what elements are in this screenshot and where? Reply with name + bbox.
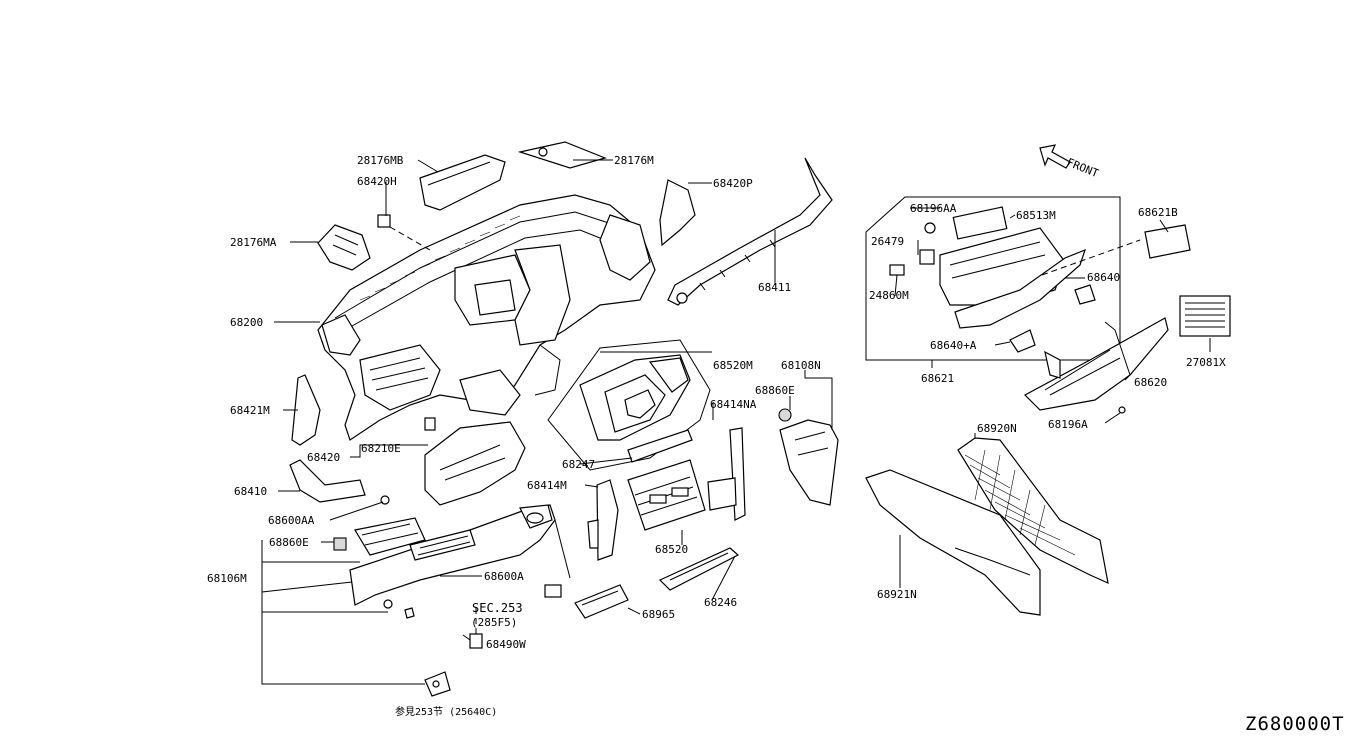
label-68414NA: 68414NA [710,398,757,411]
pad-68621B [1144,224,1191,259]
label-68200: 68200 [230,316,263,329]
label-68640: 68640 [1087,271,1120,284]
label-68106M: 68106M [207,572,247,585]
center-finisher-68520M [547,339,711,471]
label-68410: 68410 [234,485,267,498]
label-68520: 68520 [655,543,688,556]
label-68921N: 68921N [877,588,917,601]
label-68621B: 68621B [1138,206,1178,219]
audio-unit-68520 [627,459,706,531]
label-68247: 68247 [562,458,595,471]
label-68520M: 68520M [713,359,753,372]
defroster-grille-28176MB [419,154,506,211]
glove-box-68621 [865,196,1141,361]
label-ref-253: 参見253节 (25640C) [395,705,497,718]
trim-68420P [659,179,696,247]
lower-cover-68921N [865,469,1041,616]
label-26479: 26479 [871,235,904,248]
label-68196A: 68196A [1048,418,1088,431]
clip-68420H [377,214,431,251]
label-68420H: 68420H [357,175,397,188]
label-68108N: 68108N [781,359,821,372]
label-sec-253: SEC.253 [472,601,523,615]
catalog-code: Z680000T [1245,713,1345,735]
label-68860E-right: 68860E [755,384,795,397]
label-68420P: 68420P [713,177,753,190]
label-68414M: 68414M [527,479,567,492]
instrument-panel-68200 [317,194,656,441]
label-68860E-left: 68860E [269,536,309,549]
clip-68860E-left [333,537,347,551]
label-24860M: 24860M [869,289,909,302]
label-68411: 68411 [758,281,791,294]
bracket-ref-253 [424,671,451,697]
front-arrow [1039,144,1071,169]
label-68196AA: 68196AA [910,202,957,215]
leader-lines [261,159,1211,685]
part-labels: 28176MB 28176M 68420H 68420P 28176MA 684… [207,154,1345,735]
lower-trim-68410 [289,459,366,503]
side-panel-68414M [587,479,619,561]
label-68620: 68620 [1134,376,1167,389]
cluster-hood-68420 [424,417,526,506]
screw-68600AA [380,495,390,505]
bracket-68246 [658,547,740,591]
label-68600AA: 68600AA [268,514,315,527]
label-27081X: 27081X [1186,356,1226,369]
label-28176MB: 28176MB [357,154,404,167]
label-68246: 68246 [704,596,737,609]
bracket-68965 [574,584,629,619]
bracket-68490W [469,605,483,649]
side-panel-68414NA [707,427,746,521]
trim-strip-68411 [667,157,833,306]
label-front: FRONT [1065,156,1101,181]
side-grille-28176MA [317,224,371,271]
label-68420: 68420 [307,451,340,464]
label-28176MA: 28176MA [230,236,277,249]
label-27081X [1179,295,1231,337]
side-cover-68421M [291,374,321,446]
grille-28176M [517,141,607,169]
label-68621: 68621 [921,372,954,385]
label-28176M: 28176M [614,154,654,167]
label-68210E: 68210E [361,442,401,455]
label-68490W: 68490W [486,638,526,651]
label-68421M: 68421M [230,404,270,417]
label-sec-285f5: (285F5) [471,616,517,629]
glove-lid-68620 [1024,317,1169,414]
label-68965: 68965 [642,608,675,621]
lower-panel-68106M [349,504,571,606]
label-68640A: 68640+A [930,339,977,352]
insulator-68920N [957,437,1109,585]
label-68513M: 68513M [1016,209,1056,222]
label-68600A: 68600A [484,570,524,583]
connector-68600A [383,584,562,619]
label-68920N: 68920N [977,422,1017,435]
side-trim-68108N [778,408,839,506]
